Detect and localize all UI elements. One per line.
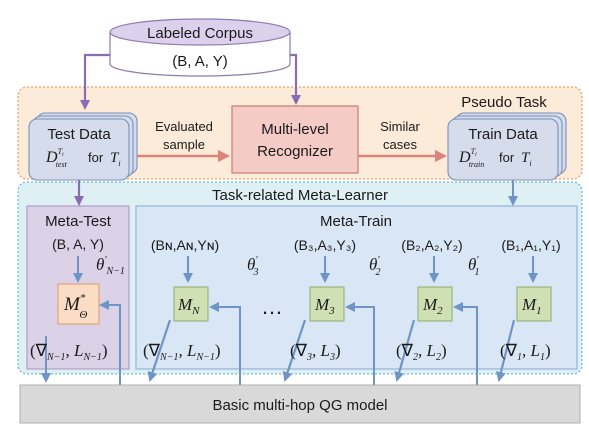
similar-label-1: Similar <box>380 119 420 134</box>
evaluated-label-2: sample <box>163 137 205 152</box>
model-label-3: M3 <box>314 295 335 317</box>
theta-3: θ'3 <box>247 255 259 278</box>
meta-learner-label: Task-related Meta-Learner <box>212 187 388 204</box>
meta-train-column-3: (B₃,A₃,Y₃) M3 θ'3 <box>209 237 356 385</box>
model-label-n: MN <box>177 295 200 317</box>
model-box-n <box>173 286 209 322</box>
multi-level-recognizer <box>231 105 359 174</box>
model-label-2: M2 <box>422 295 443 317</box>
theta-arrow-2 <box>345 302 375 385</box>
metatest-theta-arrow <box>99 300 121 385</box>
test-data-stack <box>28 112 138 181</box>
meta-test-theta: θ'N−1 <box>96 255 125 277</box>
grad-arrow-3 <box>282 319 307 382</box>
meta-train-column-2: (B₂,A₂,Y₂) M2 θ'2 <box>345 237 463 385</box>
meta-train-column-1: (B₁,A₁,Y₁) M1 θ'1 <box>453 237 561 385</box>
train-data-task: Ti <box>521 150 532 168</box>
meta-train-column-n: (Bɴ,Aɴ,Yɴ) MN <box>147 237 219 382</box>
meta-test-model-box <box>57 283 100 325</box>
theta-2: θ'2 <box>369 255 381 278</box>
model-box-1 <box>516 286 552 322</box>
test-data-task: Ti <box>110 150 121 168</box>
ellipsis: … <box>261 294 283 319</box>
test-data-for: for <box>88 150 104 165</box>
grad-metatest: (∇N−1, LN−1) <box>30 341 108 363</box>
triple-2: (B₂,A₂,Y₂) <box>401 237 462 253</box>
meta-train-title: Meta-Train <box>320 213 392 230</box>
model-box-3 <box>309 286 345 322</box>
labeled-corpus-cylinder <box>109 18 291 77</box>
grad-arrow-2 <box>394 319 416 382</box>
meta-test-model-label: M*Θ <box>63 292 87 321</box>
recognizer-line1: Multi-level <box>261 121 329 138</box>
theta-arrow-3 <box>209 302 241 385</box>
grad-arrow-n <box>147 319 172 382</box>
triple-n: (Bɴ,Aɴ,Yɴ) <box>151 237 219 253</box>
grad-arrow-1 <box>496 319 516 382</box>
model-box-2 <box>417 286 453 322</box>
corpus-to-recognizer-arrow <box>290 53 301 105</box>
recognizer-line2: Recognizer <box>257 143 333 160</box>
theta-arrow-1 <box>453 302 478 385</box>
train-data-stack <box>447 112 567 181</box>
triple-1: (B₁,A₁,Y₁) <box>501 237 560 253</box>
meta-test-triple: (B, A, Y) <box>52 236 104 252</box>
model-label-1: M1 <box>521 295 542 317</box>
base-model-label: Basic multi-hop QG model <box>212 397 387 414</box>
grad-n: (∇N−1, LN−1) <box>143 341 221 363</box>
theta-1: θ'1 <box>468 255 480 278</box>
corpus-subtitle: (B, A, Y) <box>172 53 228 70</box>
train-data-title: Train Data <box>468 126 538 143</box>
triple-3: (B₃,A₃,Y₃) <box>294 237 356 253</box>
grad-1: (∇1, L1) <box>500 341 551 363</box>
test-data-title: Test Data <box>47 126 111 143</box>
similar-label-2: cases <box>383 137 417 152</box>
evaluated-label-1: Evaluated <box>155 119 213 134</box>
base-model-bar <box>19 384 581 424</box>
corpus-title: Labeled Corpus <box>147 25 253 42</box>
train-data-for: for <box>499 150 515 165</box>
pseudo-task-label: Pseudo Task <box>461 94 547 111</box>
corpus-to-test-arrow <box>80 53 110 110</box>
meta-train-panel <box>135 205 578 370</box>
grad-3: (∇3, L3) <box>290 341 341 363</box>
grad-2: (∇2, L2) <box>396 341 447 363</box>
meta-test-title: Meta-Test <box>45 213 112 230</box>
